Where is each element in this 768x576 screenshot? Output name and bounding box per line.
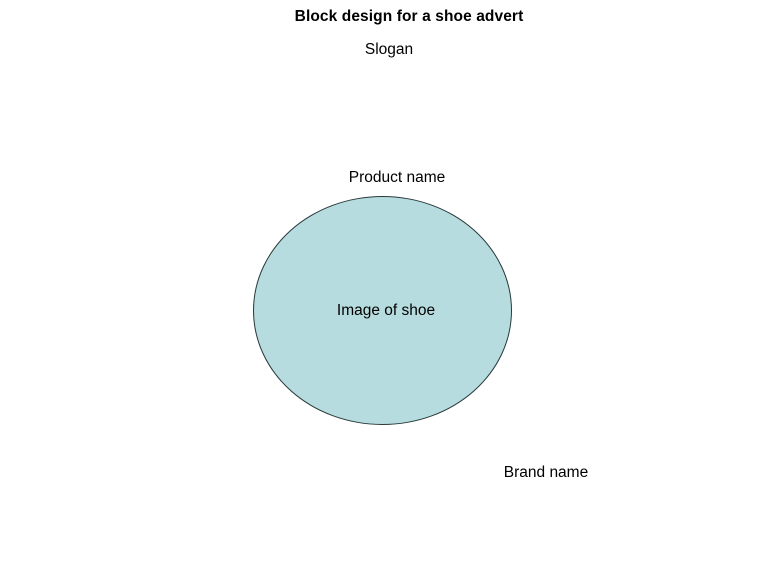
product-name-block-label: Product name bbox=[348, 169, 446, 186]
shoe-image-block bbox=[253, 196, 512, 425]
image-of-shoe-label: Image of shoe bbox=[336, 302, 436, 319]
brand-name-block-label: Brand name bbox=[503, 464, 589, 481]
ellipse-shape bbox=[253, 196, 512, 425]
slogan-block-label: Slogan bbox=[364, 41, 414, 58]
page-title: Block design for a shoe advert bbox=[294, 8, 524, 25]
